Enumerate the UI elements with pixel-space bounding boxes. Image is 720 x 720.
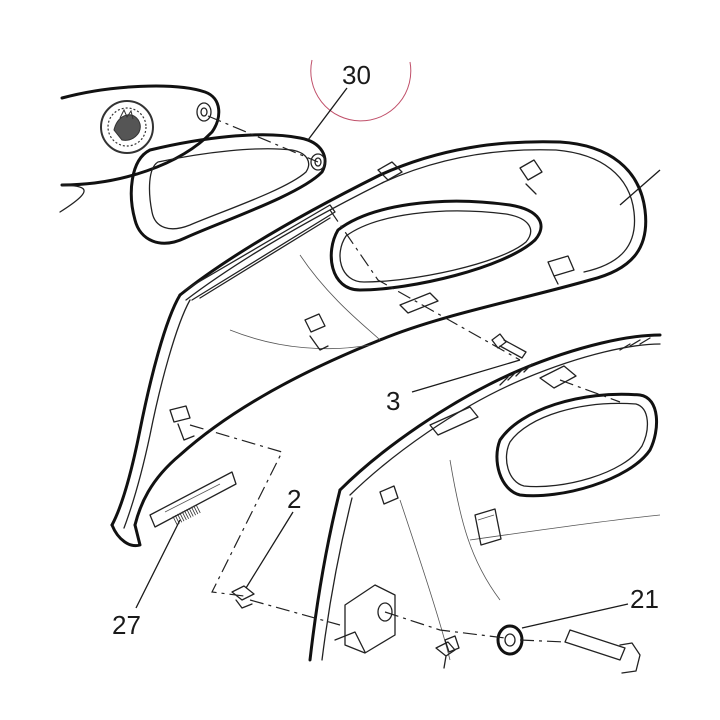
alignment-line-5 [384,611,506,639]
washer-part-21 [496,624,524,656]
leader-30 [307,87,348,141]
callout-21: 21 [630,584,659,614]
badge-strip-part-27: ||||||||||| [149,471,237,528]
gasket-frame-part-30 [129,133,327,245]
upper-fairing-cover [110,140,661,548]
alignment-line-7 [559,379,621,403]
rear-housing [308,333,662,662]
logo-emblem-icon [100,100,154,154]
screw-small [435,641,456,669]
bolt-lower [564,629,641,674]
callout-3: 3 [386,386,400,416]
tank-cover-panel [59,84,221,213]
leader-3 [411,359,521,393]
clip-part-2 [231,585,255,609]
leader-27 [135,519,181,609]
callout-27: 27 [112,610,141,640]
alignment-line-6 [519,639,566,643]
alignment-line [207,115,319,163]
revision-circle [310,59,412,122]
leader-2 [245,511,294,589]
callout-30: 30 [342,60,371,90]
leader-21 [521,603,629,629]
callout-2: 2 [287,484,301,514]
bolt-part-3 [491,333,527,359]
alignment-line-3 [189,424,283,597]
alignment-line-2 [329,209,521,361]
alignment-line-4 [249,599,341,626]
